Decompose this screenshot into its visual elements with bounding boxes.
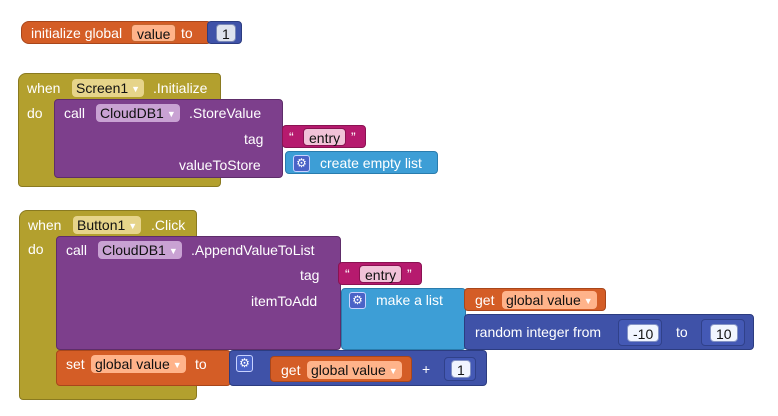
random-to-number-block[interactable]: 10 <box>701 319 745 346</box>
tag-label: tag <box>244 131 264 147</box>
triangle-down-icon: ▼ <box>172 360 182 370</box>
screen-component-name: Screen1 <box>76 80 129 96</box>
random-from-number-block[interactable]: -10 <box>618 319 662 346</box>
global-var-name-field[interactable]: value <box>131 24 177 42</box>
gear-icon[interactable]: ⚙ <box>349 292 366 309</box>
gear-icon[interactable]: ⚙ <box>293 155 310 172</box>
initialize-global-block[interactable]: initialize global value to <box>21 21 211 44</box>
random-integer-block[interactable]: random integer from -10 to 10 <box>464 314 754 350</box>
clouddb-component-dropdown[interactable]: CloudDB1▼ <box>98 241 182 259</box>
set-label: set <box>66 356 85 372</box>
tag-text-block[interactable]: “ entry ” <box>282 125 366 148</box>
init-number-field[interactable]: 1 <box>216 24 236 42</box>
get-global-value-block[interactable]: get global value▼ <box>464 288 606 311</box>
make-a-list-label: make a list <box>376 292 443 308</box>
storevalue-call-block[interactable]: call CloudDB1▼ .StoreValue tag valueToSt… <box>54 99 283 178</box>
clouddb-component-name: CloudDB1 <box>100 105 164 121</box>
tag-text-block[interactable]: “ entry ” <box>338 262 422 285</box>
clouddb-component-name: CloudDB1 <box>102 242 166 258</box>
click-event-label: .Click <box>151 217 186 233</box>
get-var-dropdown[interactable]: global value▼ <box>502 291 597 309</box>
plus-operator-label: + <box>422 361 431 377</box>
storevalue-method-label: .StoreValue <box>189 105 262 121</box>
random-integer-label: random integer from <box>475 324 602 340</box>
close-quote-icon: ” <box>407 266 412 282</box>
open-quote-icon: “ <box>289 129 294 145</box>
create-empty-list-label: create empty list <box>320 155 422 171</box>
set-var-dropdown[interactable]: global value▼ <box>91 355 186 373</box>
random-to-field[interactable]: 10 <box>710 324 738 342</box>
appendvalue-call-block[interactable]: call CloudDB1▼ .AppendValueToList tag it… <box>56 236 341 350</box>
get-var-name: global value <box>506 292 581 308</box>
triangle-down-icon: ▼ <box>166 109 176 119</box>
call-label: call <box>66 242 88 258</box>
tag-text-field[interactable]: entry <box>359 265 403 283</box>
initialize-to-label: to <box>181 25 193 41</box>
when-label: when <box>27 80 61 96</box>
close-quote-icon: ” <box>351 129 356 145</box>
tag-text-field[interactable]: entry <box>303 128 347 146</box>
gear-icon[interactable]: ⚙ <box>236 355 253 372</box>
tag-label: tag <box>300 267 320 283</box>
call-label: call <box>64 105 86 121</box>
triangle-down-icon: ▼ <box>131 84 141 94</box>
get-label: get <box>281 362 301 378</box>
appendvalue-method-label: .AppendValueToList <box>191 242 315 258</box>
get-label: get <box>475 292 495 308</box>
addend-field[interactable]: 1 <box>451 360 471 378</box>
triangle-down-icon: ▼ <box>583 296 593 306</box>
get-var-name: global value <box>311 362 386 378</box>
initialize-global-label: initialize global <box>31 25 123 41</box>
screen-component-dropdown[interactable]: Screen1▼ <box>72 79 145 97</box>
do-label: do <box>27 105 43 121</box>
set-var-name: global value <box>95 356 170 372</box>
item-to-add-label: itemToAdd <box>251 293 318 309</box>
when-label: when <box>28 217 62 233</box>
triangle-down-icon: ▼ <box>168 246 178 256</box>
addend-number-block[interactable]: 1 <box>444 357 476 381</box>
make-a-list-block[interactable]: ⚙ make a list <box>341 288 466 350</box>
random-from-field[interactable]: -10 <box>627 324 660 342</box>
create-empty-list-block[interactable]: ⚙ create empty list <box>285 151 438 174</box>
do-label: do <box>28 241 44 257</box>
clouddb-component-dropdown[interactable]: CloudDB1▼ <box>96 104 180 122</box>
triangle-down-icon: ▼ <box>388 366 398 376</box>
button-component-name: Button1 <box>77 217 126 233</box>
get-var-dropdown[interactable]: global value▼ <box>307 361 402 379</box>
get-global-value-block[interactable]: get global value▼ <box>270 356 412 382</box>
init-number-block[interactable]: 1 <box>207 21 242 44</box>
random-to-label: to <box>676 324 688 340</box>
set-global-value-block[interactable]: set global value▼ to <box>56 350 231 386</box>
set-to-label: to <box>195 356 207 372</box>
triangle-down-icon: ▼ <box>128 221 138 231</box>
button-component-dropdown[interactable]: Button1▼ <box>73 216 142 234</box>
initialize-event-label: .Initialize <box>153 80 208 96</box>
value-to-store-label: valueToStore <box>179 157 261 173</box>
open-quote-icon: “ <box>345 266 350 282</box>
